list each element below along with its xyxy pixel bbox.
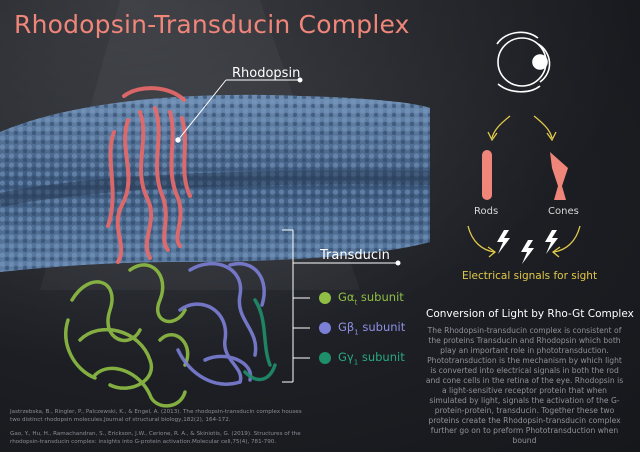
description-title: Conversion of Light by Rho-Gt Complex — [426, 308, 634, 320]
rod-cell-icon — [482, 150, 492, 200]
rods-label: Rods — [474, 206, 499, 217]
rhodopsin-structure — [106, 86, 192, 264]
arrow-icon — [487, 115, 557, 142]
eye-icon — [496, 31, 551, 93]
g-alpha-label: Gαt subunit — [338, 290, 404, 307]
transducin-label: Transducin — [320, 248, 390, 263]
g-gamma-label: Gγ1 subunit — [338, 350, 405, 367]
cone-cell-icon — [550, 152, 568, 200]
arrow-icon — [467, 225, 581, 258]
g-gamma-structure — [243, 298, 277, 382]
lightning-icon — [497, 230, 558, 264]
g-beta-dot — [319, 322, 331, 334]
signals-label: Electrical signals for sight — [462, 270, 598, 282]
reference-1: Jastrzebska, B., Ringler, P., Palczewski… — [10, 409, 302, 423]
lipid-membrane — [0, 94, 431, 272]
g-gamma-dot — [319, 352, 331, 364]
cones-label: Cones — [548, 206, 579, 217]
g-alpha-structure — [64, 263, 190, 408]
rhodopsin-callout — [175, 77, 303, 143]
rhodopsin-label: Rhodopsin — [232, 66, 301, 81]
page-title: Rhodopsin-Transducin Complex — [14, 10, 410, 39]
g-beta-label: Gβ1 subunit — [338, 320, 406, 337]
reference-2: Gao, Y., Hu, H., Ramachandran, S., Erick… — [10, 431, 301, 445]
description-body: The Rhodopsin-transducin complex is cons… — [425, 326, 624, 445]
g-alpha-dot — [319, 292, 331, 304]
transducin-bracket — [282, 229, 401, 383]
